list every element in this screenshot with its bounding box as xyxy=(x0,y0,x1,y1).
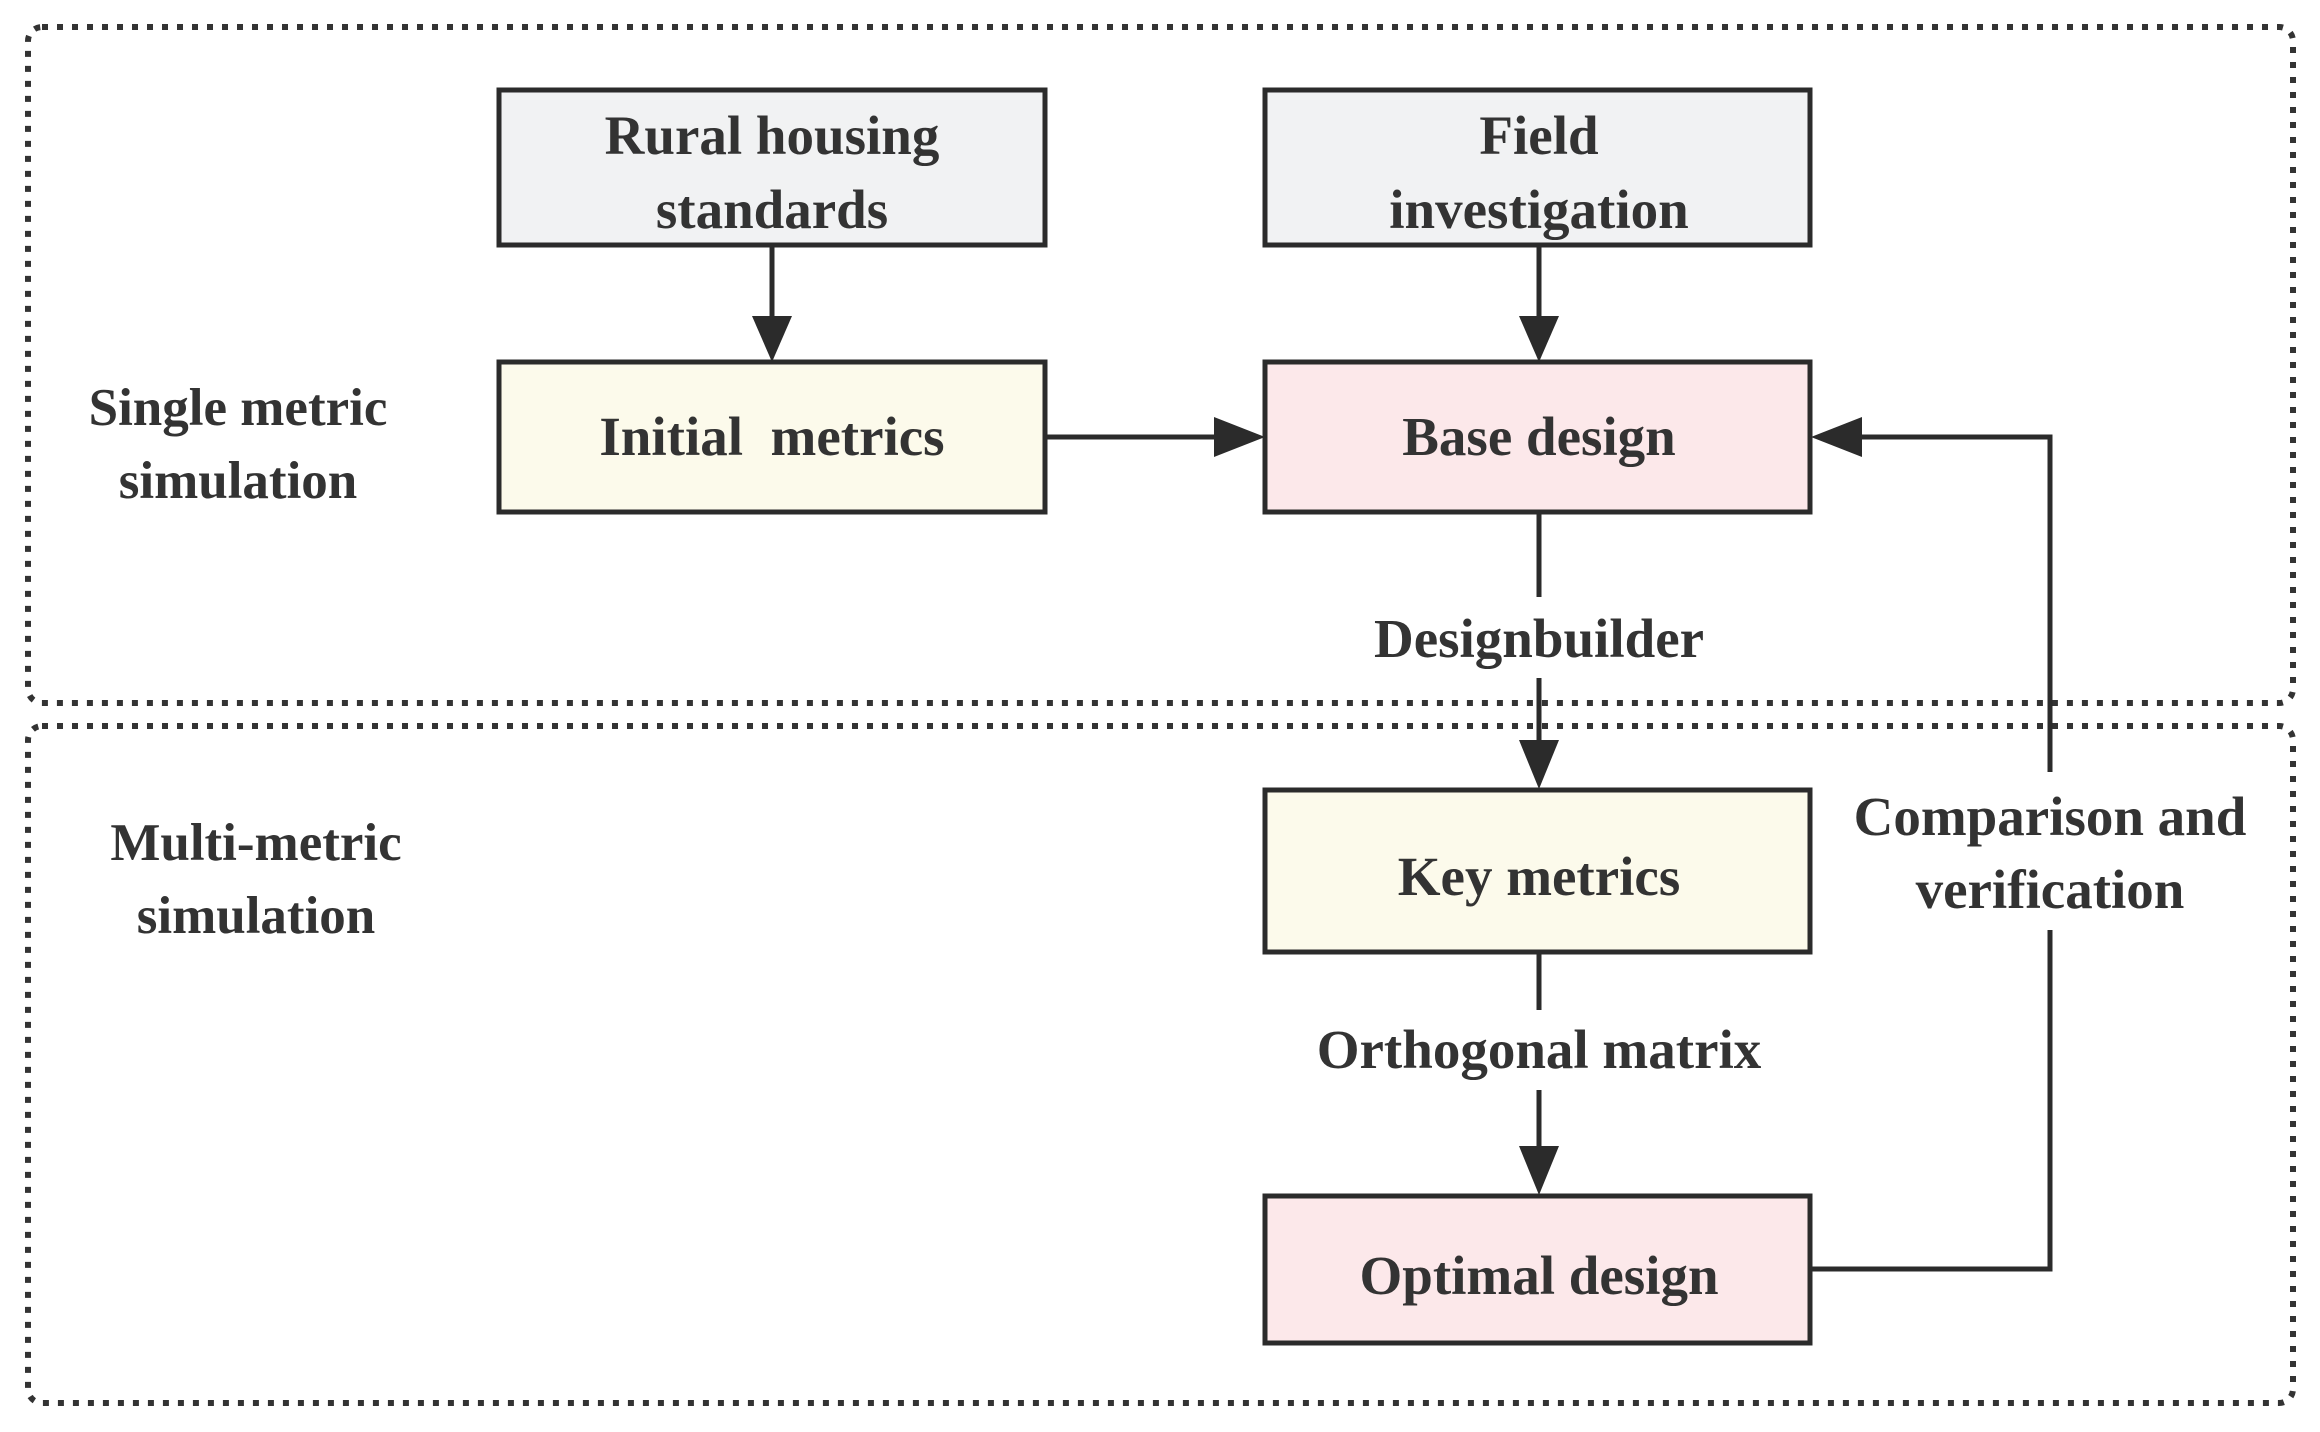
rural-housing-line2: standards xyxy=(656,179,888,240)
base-design-label: Base design xyxy=(1402,406,1676,467)
rural-housing-line1: Rural housing xyxy=(605,105,940,166)
key-metrics-box: Key metrics xyxy=(1262,787,1813,955)
field-investigation-box: Field investigation xyxy=(1262,87,1813,248)
arrowhead-to-key-metrics xyxy=(1519,740,1559,789)
key-metrics-label: Key metrics xyxy=(1398,846,1681,907)
orthogonal-matrix-label: Orthogonal matrix xyxy=(1317,1019,1762,1080)
multi-metric-label-line1: Multi-metric xyxy=(110,814,401,872)
field-investigation-line1: Field xyxy=(1479,105,1598,166)
single-metric-label-line1: Single metric xyxy=(89,379,388,437)
arrowhead-initial-to-base xyxy=(1214,417,1265,457)
designbuilder-label: Designbuilder xyxy=(1374,608,1704,669)
initial-metrics-label: Initial metrics xyxy=(599,406,944,467)
base-design-box: Base design xyxy=(1262,359,1813,515)
field-investigation-line2: investigation xyxy=(1389,179,1688,240)
arrowhead-field-to-base xyxy=(1519,316,1559,362)
initial-metrics-box: Initial metrics xyxy=(496,359,1048,515)
single-metric-region xyxy=(25,24,2296,706)
single-metric-label-line2: simulation xyxy=(119,452,358,510)
optimal-design-box: Optimal design xyxy=(1262,1193,1813,1346)
arrowhead-feedback-to-base xyxy=(1811,417,1862,457)
arrowhead-to-optimal-design xyxy=(1519,1146,1559,1195)
edge-optimal-to-comparison xyxy=(1809,930,2053,1272)
comparison-label-line2: verification xyxy=(1916,859,2185,920)
multi-metric-label-line2: simulation xyxy=(137,887,376,945)
optimal-design-label: Optimal design xyxy=(1359,1245,1718,1306)
rural-housing-standards-box: Rural housing standards xyxy=(496,87,1048,248)
edge-comparison-to-base xyxy=(1858,434,2053,772)
arrowhead-standards-to-initial xyxy=(752,316,792,362)
comparison-label-line1: Comparison and xyxy=(1854,786,2247,847)
multi-metric-region xyxy=(25,723,2296,1406)
